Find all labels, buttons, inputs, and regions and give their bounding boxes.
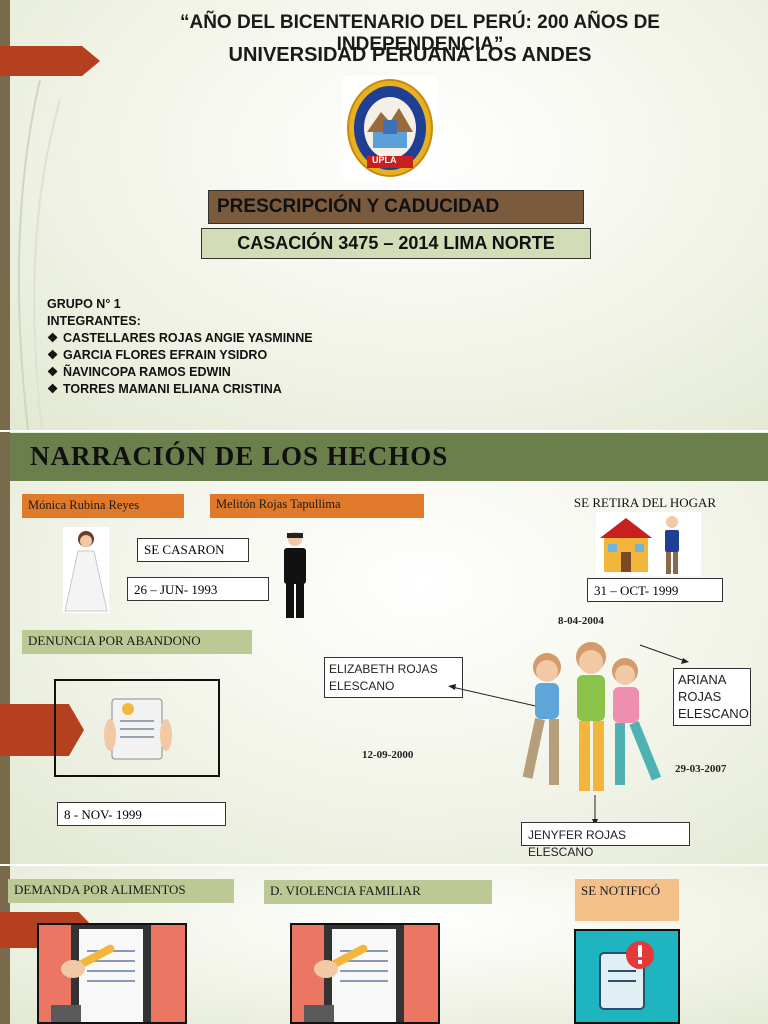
married-label: SE CASARON — [137, 538, 249, 562]
complaint-date: 8 - NOV- 1999 — [57, 802, 226, 826]
proceedings-slide: DEMANDA POR ALIMENTOS D. VIOLENCIA FAMIL… — [0, 866, 768, 1024]
child2-name: ARIANA ROJAS ELESCANO — [673, 668, 751, 726]
logo-initials: UPLA — [372, 155, 397, 165]
member-item: ❖TORRES MAMANI ELIANA CRISTINA — [47, 382, 282, 396]
child1-name: ELIZABETH ROJAS ELESCANO — [324, 657, 463, 698]
year-motto: “AÑO DEL BICENTENARIO DEL PERÚ: 200 AÑOS… — [179, 12, 660, 55]
group-info: GRUPO N° 1 INTEGRANTES: ❖CASTELLARES ROJ… — [47, 296, 313, 398]
group-number: GRUPO N° 1 — [47, 297, 121, 311]
document-frame — [54, 679, 220, 777]
decorative-curves — [17, 79, 61, 430]
member-item: ❖GARCIA FLORES EFRAIN YSIDRO — [47, 348, 268, 362]
notified-label: SE NOTIFICÓ — [575, 879, 679, 921]
sisters-illustration — [505, 637, 665, 807]
document-icon — [104, 698, 172, 760]
accent-arrow — [0, 704, 84, 756]
child3-date: 8-04-2004 — [558, 615, 604, 627]
member-item: ❖ÑAVINCOPA RAMOS EDWIN — [47, 365, 231, 379]
claim-document-icon — [37, 923, 187, 1024]
house-icon — [596, 512, 701, 576]
left-bar — [0, 432, 10, 864]
members-label: INTEGRANTES: — [47, 314, 141, 328]
violence-label: D. VIOLENCIA FAMILIAR — [264, 880, 492, 904]
university-logo: UPLA — [343, 76, 437, 180]
bullet-icon: ❖ — [47, 382, 59, 396]
notification-icon — [574, 929, 680, 1024]
child2-date: 29-03-2007 — [675, 763, 727, 775]
wife-name: Mónica Rubina Reyes — [22, 494, 184, 518]
violence-document-icon — [290, 923, 440, 1024]
child3-name: JENYFER ROJAS ELESCANO — [521, 822, 690, 859]
slide-separator — [0, 864, 768, 866]
left-bar — [0, 0, 10, 430]
slide-separator — [0, 430, 768, 432]
member-item: ❖CASTELLARES ROJAS ANGIE YASMINNE — [47, 331, 313, 345]
title: PRESCRIPCIÓN Y CADUCIDAD — [217, 196, 500, 217]
groom-icon — [278, 530, 312, 620]
heading: NARRACIÓN DE LOS HECHOS — [30, 441, 449, 471]
title-box: PRESCRIPCIÓN Y CADUCIDAD — [208, 190, 584, 224]
subtitle: CASACIÓN 3475 – 2014 LIMA NORTE — [237, 233, 555, 253]
bullet-icon: ❖ — [47, 365, 59, 379]
bride-icon — [63, 527, 109, 613]
complaint-label: DENUNCIA POR ABANDONO — [22, 630, 252, 654]
university-name: UNIVERSIDAD PERUANA LOS ANDES — [228, 44, 592, 66]
facts-slide: NARRACIÓN DE LOS HECHOS Mónica Rubina Re… — [0, 432, 768, 864]
claim-label: DEMANDA POR ALIMENTOS — [8, 879, 234, 903]
left-home-date: 31 – OCT- 1999 — [587, 578, 723, 602]
left-home-label: SE RETIRA DEL HOGAR — [573, 495, 717, 510]
child1-date: 12-09-2000 — [362, 749, 414, 761]
married-date: 26 – JUN- 1993 — [127, 577, 269, 601]
subtitle-box: CASACIÓN 3475 – 2014 LIMA NORTE — [201, 228, 591, 259]
title-slide: “AÑO DEL BICENTENARIO DEL PERÚ: 200 AÑOS… — [0, 0, 768, 430]
husband-name: Melitón Rojas Tapullima — [210, 494, 424, 518]
heading-bar: NARRACIÓN DE LOS HECHOS — [10, 433, 768, 481]
accent-arrow — [0, 46, 100, 76]
bullet-icon: ❖ — [47, 331, 59, 345]
bullet-icon: ❖ — [47, 348, 59, 362]
